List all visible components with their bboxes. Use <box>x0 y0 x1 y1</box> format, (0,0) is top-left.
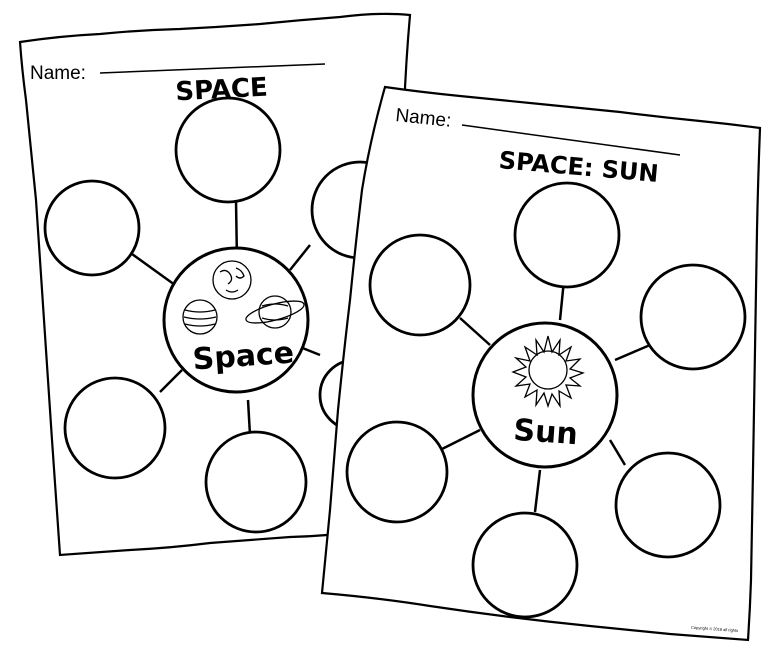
idea-bubble-lower-left[interactable] <box>347 422 447 522</box>
worksheet-space-sun: Name: SPACE: SUN Sun Copyright © 2018 al… <box>322 87 760 640</box>
idea-bubble-bottom[interactable] <box>206 432 306 532</box>
idea-bubble-left[interactable] <box>370 235 470 335</box>
name-label: Name: <box>30 63 86 84</box>
idea-bubble-top[interactable] <box>515 183 619 287</box>
idea-bubble-left[interactable] <box>45 181 139 275</box>
center-label: Space <box>192 336 296 378</box>
center-label: Sun <box>512 413 579 452</box>
idea-bubble-lower-left[interactable] <box>65 378 165 478</box>
idea-bubble-bottom[interactable] <box>473 513 577 617</box>
idea-bubble-lower-right[interactable] <box>616 453 720 557</box>
idea-bubble-right[interactable] <box>641 265 745 369</box>
idea-bubble-top[interactable] <box>176 98 280 202</box>
